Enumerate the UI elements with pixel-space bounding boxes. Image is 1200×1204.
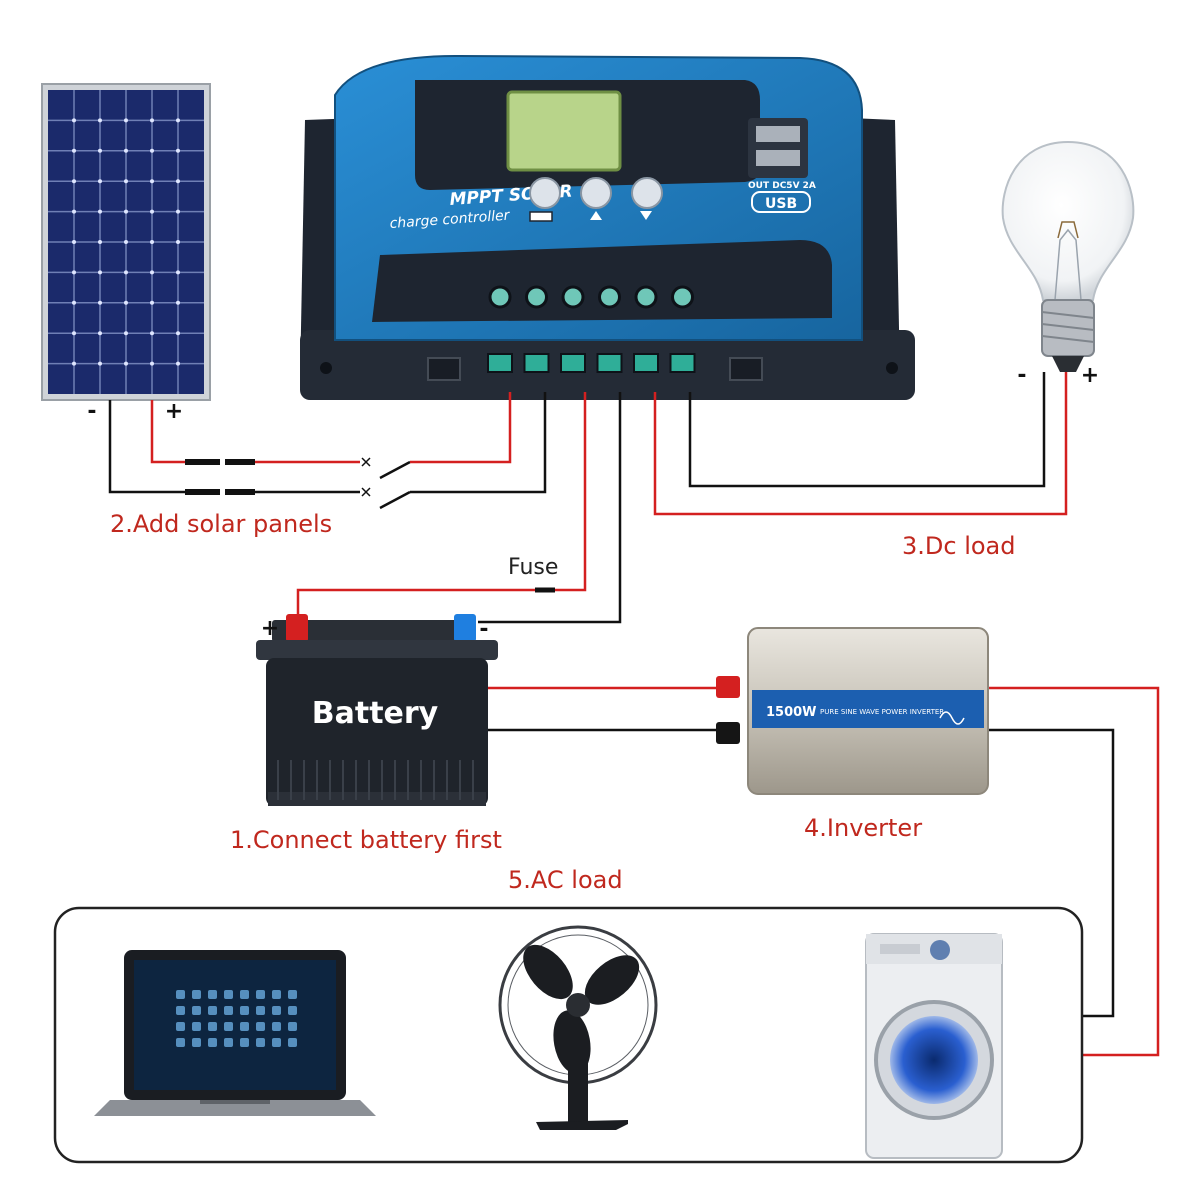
ac-line-wire [988, 688, 1158, 1055]
mount-hole-left [428, 358, 460, 380]
inverter-description: PURE SINE WAVE POWER INVERTER [820, 708, 944, 716]
terminal-slot [488, 354, 512, 372]
panel-minus-sign: - [87, 399, 96, 424]
up-button[interactable] [581, 178, 611, 208]
inverter-power-label: 1500W [766, 705, 817, 720]
step4-label: 4.Inverter [804, 814, 922, 842]
terminal-screw [636, 287, 656, 307]
battery-minus-sign: - [479, 617, 488, 642]
fan [500, 927, 656, 1130]
terminal-screw [563, 287, 583, 307]
terminal-slot [525, 354, 549, 372]
bulb-plus-sign: + [1081, 363, 1099, 388]
terminal-screw [600, 287, 620, 307]
battery-plus-sign: + [261, 616, 279, 641]
ac-neutral-wire [988, 730, 1113, 1016]
terminal-screw [673, 287, 693, 307]
step3-label: 3.Dc load [902, 532, 1016, 560]
inverter-positive-terminal [716, 676, 740, 698]
step1-label: 1.Connect battery first [230, 826, 502, 854]
light-bulb [1003, 142, 1134, 372]
laptop [94, 950, 376, 1116]
down-button[interactable] [632, 178, 662, 208]
terminal-slot [598, 354, 622, 372]
bulb-minus-sign: - [1017, 363, 1026, 388]
usb-spec-label: OUT DC5V 2A [748, 181, 816, 191]
usb-badge-text: USB [765, 196, 797, 212]
step5-label: 5.AC load [508, 866, 623, 894]
terminal-slot [561, 354, 585, 372]
battery-label: Battery [312, 696, 439, 731]
terminal-screw [527, 287, 547, 307]
terminal-screw [490, 287, 510, 307]
solar-panel [42, 84, 210, 400]
fuse-label: Fuse [508, 555, 558, 580]
washing-machine [866, 934, 1002, 1158]
inverter-negative-terminal [716, 722, 740, 744]
battery: Battery [256, 614, 498, 806]
panel-plus-sign: + [165, 399, 183, 424]
menu-key-icon [530, 212, 552, 221]
washer-drum [890, 1016, 978, 1104]
battery-negative-terminal [454, 614, 476, 642]
charge-controller: MPPT SOLAR charge controller OUT DC5V 2A… [300, 56, 915, 400]
laptop-screen [134, 960, 336, 1090]
lcd-screen [508, 92, 620, 170]
menu-button[interactable] [530, 178, 560, 208]
battery-positive-terminal [286, 614, 308, 642]
inverter: 1500W PURE SINE WAVE POWER INVERTER [716, 628, 988, 794]
break-mark-icon [362, 488, 370, 496]
mount-hole-right [730, 358, 762, 380]
step2-label: 2.Add solar panels [110, 510, 332, 538]
terminal-slot [671, 354, 695, 372]
battery-positive-wire [555, 392, 585, 590]
terminal-slot [634, 354, 658, 372]
